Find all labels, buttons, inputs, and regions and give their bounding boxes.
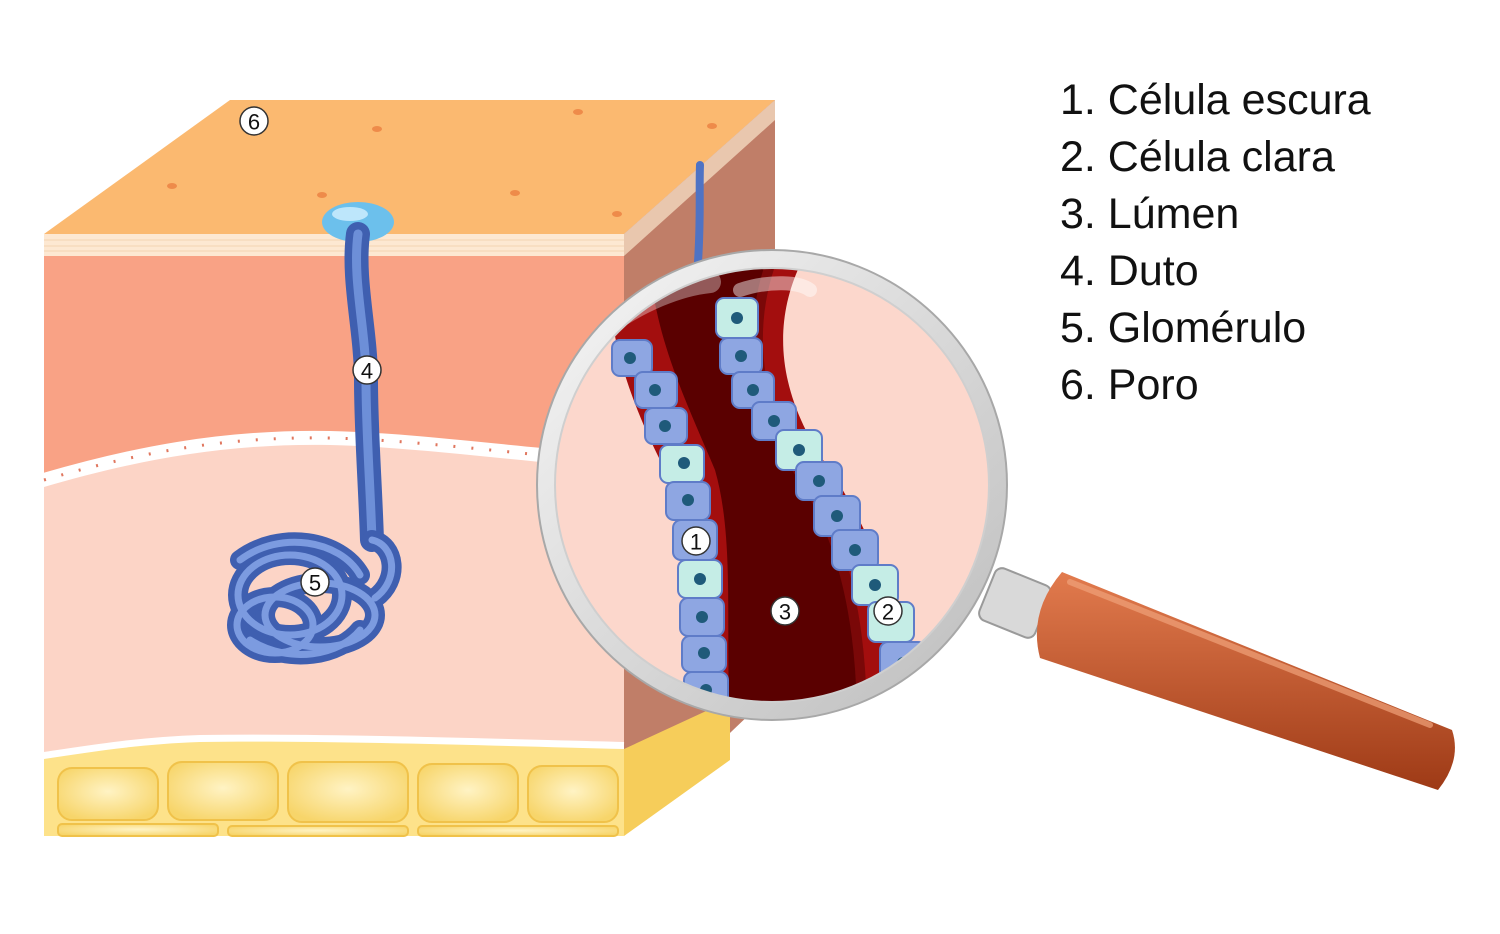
magnifier-rim: [537, 250, 1007, 720]
stratum-corneum: [44, 234, 624, 256]
legend: 1. Célula escura 2. Célula clara 3. Lúme…: [1060, 72, 1371, 414]
lens-magnified-view: [552, 265, 992, 705]
surface-pores: [167, 109, 717, 217]
legend-item-duct: 4. Duto: [1060, 247, 1199, 295]
magnifier-handle: [978, 567, 1455, 790]
lumen: [650, 265, 860, 705]
marker-lumen: 3: [770, 596, 800, 626]
svg-text:6: 6: [248, 110, 260, 135]
left-epithelial-cells: [611, 339, 729, 705]
skin-surface: [44, 100, 775, 234]
legend-item-pore: 6. Poro: [1060, 361, 1199, 409]
marker-clear-cell: 2: [873, 596, 903, 626]
marker-duct: 4: [352, 355, 382, 385]
svg-text:5: 5: [309, 571, 321, 596]
svg-text:2: 2: [882, 600, 894, 625]
svg-text:4: 4: [361, 359, 373, 384]
svg-text:1: 1: [690, 530, 702, 555]
fat-cells: [57, 761, 619, 837]
legend-item-clear-cell: 2. Célula clara: [1060, 133, 1335, 181]
basal-cell-line: [42, 430, 625, 487]
legend-item-lumen: 3. Lúmen: [1060, 190, 1240, 238]
legend-item-dark-cell: 1. Célula escura: [1060, 76, 1371, 124]
marker-dark-cell: 1: [681, 526, 711, 556]
epidermis-layer: [44, 256, 624, 480]
magnifier: [536, 249, 1455, 790]
marker-glomerulus: 5: [300, 567, 330, 597]
svg-text:3: 3: [779, 600, 791, 625]
marker-pore: 6: [239, 106, 269, 136]
legend-item-glomerulus: 5. Glomérulo: [1060, 304, 1307, 352]
